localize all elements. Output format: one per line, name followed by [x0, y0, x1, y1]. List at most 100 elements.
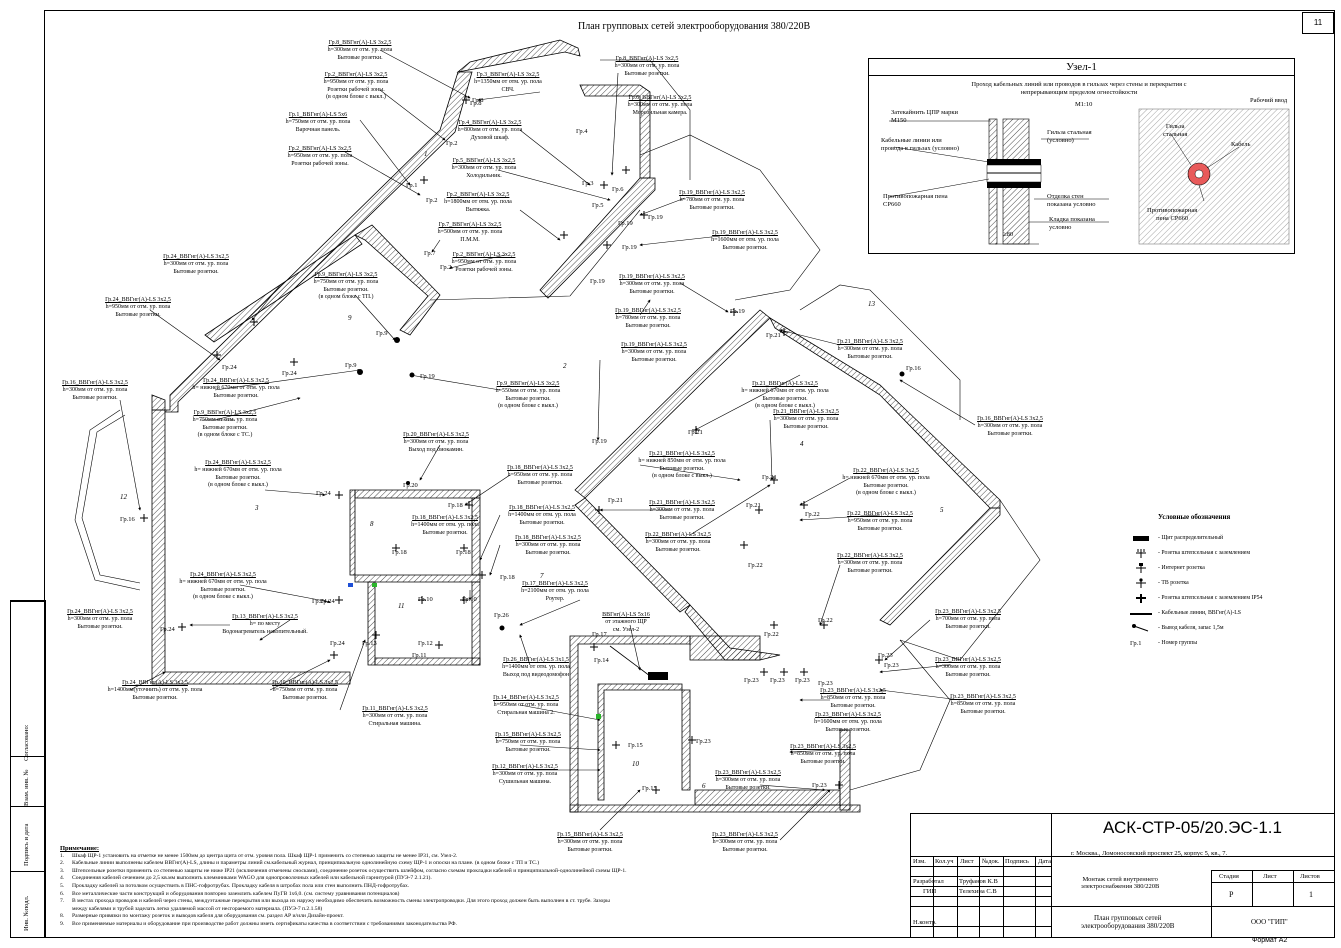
group-tag: Гр.13 — [362, 640, 377, 647]
node-label-seal: Затекайнить ЦПР марки М150 — [891, 109, 958, 124]
cable-spec: Гр.23_ВВГнг(А)-LS 3х2,5 — [715, 770, 781, 776]
node-label-cable: Кабель — [1231, 141, 1251, 148]
distribution-board — [648, 672, 668, 680]
sheet-number: 11 — [1302, 12, 1334, 34]
group-tag: Гр.18 — [500, 574, 515, 581]
cable-spec: Гр.22_ВВГнг(А)-LS 3х2,5 — [853, 468, 919, 474]
cable-description: h= по месту Водонагреватель накопительны… — [222, 621, 308, 635]
group-tag: Гр.7 — [424, 250, 436, 257]
group-tag: Гр.24 — [312, 598, 327, 605]
cable-spec: Гр.12_ВВГнг(А)-LS 3х2,5 — [492, 764, 558, 770]
cable-spec: Гр.24_ВВГнг(А)-LS 3х2,5 — [205, 460, 271, 466]
cable-description: h=750мм от отм. ур. пола Бытовые розетки… — [272, 687, 338, 701]
cable-spec: Гр.8_ВВГнг(А)-LS 3х2,5 — [328, 40, 392, 46]
cable-description: h=950мм от отм. ур. пола Розетки рабочей… — [287, 153, 353, 167]
node-label-sleeve: Гильза стальная (условно) — [1047, 129, 1092, 144]
legend-item: - Кабельные линии, ВВГнг(А)-LS — [1128, 606, 1258, 621]
cable-spec: Гр.23_ВВГнг(А)-LS 3х2,5 — [935, 609, 1001, 615]
strip-inv-orig: Инв. №подл. — [23, 895, 30, 931]
cable-description: h=300мм от отм. ур. пола Бытовые розетки… — [163, 261, 229, 275]
group-tag: Гр.21 — [766, 332, 781, 339]
cable-spec: Гр.24_ВВГнг(А)-LS 3х2,5 — [122, 680, 188, 686]
cable-spec: ВВГнг(А)-LS 5х16 — [602, 612, 650, 618]
group-tag: Гр.22 — [818, 617, 833, 624]
group-tag: Гр.24 — [160, 626, 175, 633]
group-tag: Гр.18 — [392, 549, 407, 556]
cable-spec: Гр.21_ВВГнг(А)-LS 3х2,5 — [752, 381, 818, 387]
group-tag: Гр.24 — [320, 598, 335, 605]
group-tag: Гр.24 — [222, 364, 237, 371]
cable-outlet-icon — [1132, 624, 1149, 632]
cable-description: h=300мм от отм. ур. пола Бытовые розетки… — [327, 47, 393, 61]
group-tag: Гр.21 — [688, 429, 703, 436]
window-bays — [74, 59, 1041, 791]
cable-description: h=750мм от отм. ур. пола Варочная панель… — [285, 119, 351, 133]
cable-spec: Гр.4_ВВГнг(А)-LS 3х2,5 — [458, 120, 522, 126]
group-tag: Гр.18 — [448, 502, 463, 509]
group-tag: Гр.5 — [592, 202, 604, 209]
group-tag: Гр.12 — [418, 640, 433, 647]
cable-description: h=950мм от отм. ур. пола Бытовые розетки… — [847, 518, 913, 532]
tv-socket-icon — [1136, 578, 1146, 588]
legend: Условные обозначения - Щит распределител… — [1128, 513, 1262, 651]
sheets-header: Листов — [1300, 873, 1320, 880]
group-tag: Гр.23 — [795, 677, 810, 684]
group-tag: Гр.23 — [884, 662, 899, 669]
cable-description: h=950мм от отм. ур. пола Розетки рабочей… — [451, 259, 517, 273]
cable-spec: Гр.18_ВВГнг(А)-LS 3х2,5 — [515, 535, 581, 541]
group-tag: Гр.9 — [345, 362, 357, 369]
cable-spec: Гр.18_ВВГнг(А)-LS 3х2,5 — [507, 465, 573, 471]
note-item: 1.Шкаф ЩР-1 установить на отметке не мен… — [60, 852, 458, 859]
cable-spec: Гр.15_ВВГнг(А)-LS 3х2,5 — [495, 732, 561, 738]
cable-description: h=700мм от отм. ур. пола Бытовые розетки… — [935, 616, 1001, 630]
gip-name: Телехина С.В — [959, 888, 997, 895]
cable-description: h=300мм от отм. ур. пола Выход под биока… — [403, 439, 469, 453]
group-tag: Гр.2 — [426, 197, 438, 204]
sheet-frame — [44, 10, 1335, 938]
cable-description: h= нижней 850мм от отм. ур. пола Бытовые… — [638, 458, 726, 480]
cable-spec: Гр.2_ВВГнг(А)-LS 3х2,5 — [452, 252, 516, 258]
cable-description: h=1400мм(уточнить) от отм. ур. пола Быто… — [107, 687, 203, 701]
title-block: АСК-СТР-05/20.ЭС-1.1 г. Москва., Ломонос… — [910, 813, 1335, 938]
cable-description: h=850мм от отм. ур. пола Бытовые розетки… — [790, 751, 856, 765]
node-drawing — [888, 108, 1290, 245]
group-tag: Гр.19 — [618, 220, 633, 227]
node-label-foam2: Противопожарная пена CP660 — [1147, 207, 1198, 222]
group-tag: Гр.8 — [470, 100, 482, 107]
group-sample: Гр.1 — [1130, 640, 1142, 647]
group-tag: Гр.2 — [446, 140, 458, 147]
cable-description: h=300мм от отм. ур. пола Бытовые розетки… — [621, 349, 687, 363]
notes: Примечание: 1.Шкаф ЩР-1 установить на от… — [60, 845, 900, 929]
note-item: 5.Прокладку кабелей за потолком осуществ… — [60, 882, 410, 889]
cable-description: h=300мм от отм. ур. пола Бытовые розетки… — [67, 616, 133, 630]
col-header: Кол.уч — [935, 858, 954, 865]
cable-description: h=950мм от отм. ур. пола Розетки рабочей… — [323, 79, 389, 101]
cable-description: h=2100мм от отм. ур. пола Роутер. — [521, 588, 589, 602]
cable-spec: Гр.24_ВВГнг(А)-LS 3х2,5 — [190, 572, 256, 578]
room-number: 13 — [868, 300, 875, 308]
group-tag: Гр.24 — [316, 490, 331, 497]
group-tag: Гр.16 — [906, 365, 921, 372]
cable-spec: Гр.19_ВВГнг(А)-LS 3х2,5 — [615, 308, 681, 314]
legend-item: - Интернет розетка — [1128, 561, 1258, 576]
cable-spec: Гр.22_ВВГнг(А)-LS 3х2,5 — [645, 532, 711, 538]
